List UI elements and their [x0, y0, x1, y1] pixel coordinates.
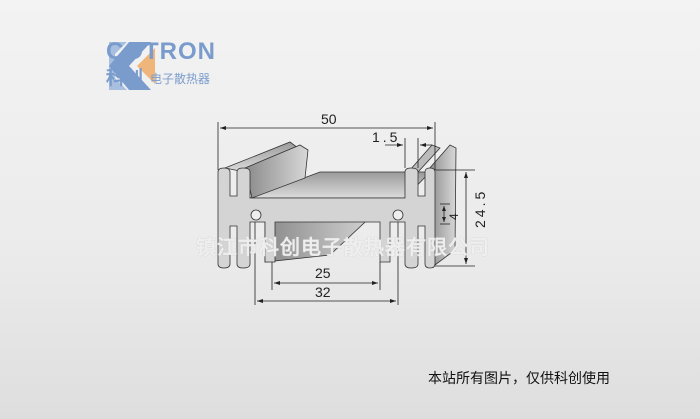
copyright-notice: 本站所有图片，仅供科创使用	[428, 371, 610, 387]
dim-fin-thickness: 1.5	[372, 129, 400, 145]
cotron-logo-icon	[109, 42, 155, 90]
heatsink-body	[217, 141, 457, 269]
dim-inner-width: 25	[315, 265, 331, 281]
brand-tagline: 电子散热器	[150, 72, 211, 86]
dim-overall-width: 50	[321, 111, 337, 127]
brand-name-en: COTRON	[106, 38, 216, 65]
dim-height: 24.5	[472, 189, 488, 228]
dim-base-thickness: 4	[447, 213, 461, 220]
dim-hole-spacing: 32	[315, 284, 331, 300]
watermark: 镇江市科创电子散热器有限公司	[196, 235, 490, 259]
dimension-lines	[217, 122, 475, 305]
arrowheads	[220, 126, 468, 303]
brand-name-cn: 科创	[106, 67, 143, 89]
